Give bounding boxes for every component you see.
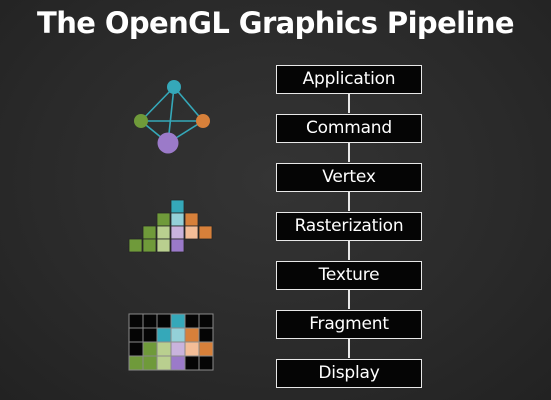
- fragment-cell: [142, 341, 158, 357]
- fragment-cell: [142, 327, 158, 343]
- fragment-grid-icon: [128, 313, 214, 371]
- vertex-node-top: [167, 80, 181, 94]
- stage-application: Application: [276, 65, 422, 94]
- connector-6: [348, 339, 350, 358]
- vertex-graph-icon: [134, 80, 210, 154]
- connector-3: [348, 192, 350, 211]
- fragment-cell: [184, 355, 200, 371]
- connector-1: [348, 94, 350, 113]
- fragment-cell: [184, 341, 200, 357]
- stage-texture: Texture: [276, 261, 422, 290]
- fragment-cell: [184, 327, 200, 343]
- fragment-cell: [198, 327, 214, 343]
- fragment-cell: [142, 313, 158, 329]
- fragment-cell: [170, 327, 186, 343]
- vertex-node-bottom: [157, 132, 179, 154]
- rasterized-pyramid-icon: [128, 199, 213, 253]
- stage-fragment: Fragment: [276, 310, 422, 339]
- fragment-cell: [156, 341, 172, 357]
- stage-rasterization: Rasterization: [276, 212, 422, 241]
- fragment-cell: [128, 327, 144, 343]
- fragment-cell: [128, 355, 144, 371]
- fragment-cell: [128, 341, 144, 357]
- fragment-cell: [184, 313, 200, 329]
- connector-5: [348, 290, 350, 309]
- fragment-cell: [142, 355, 158, 371]
- stage-command: Command: [276, 114, 422, 143]
- connector-2: [348, 143, 350, 162]
- fragment-cell: [198, 355, 214, 371]
- fragment-cell: [128, 313, 144, 329]
- connector-4: [348, 241, 350, 260]
- fragment-cell: [156, 327, 172, 343]
- stage-vertex: Vertex: [276, 163, 422, 192]
- fragment-cell: [170, 355, 186, 371]
- fragment-cell: [156, 355, 172, 371]
- fragment-cell: [198, 341, 214, 357]
- vertex-node-right: [196, 114, 210, 128]
- fragment-cell: [170, 341, 186, 357]
- fragment-cell: [170, 313, 186, 329]
- fragment-cell: [198, 313, 214, 329]
- fragment-cell: [156, 313, 172, 329]
- stage-display: Display: [276, 359, 422, 388]
- page-title: The OpenGL Graphics Pipeline: [37, 6, 514, 40]
- vertex-node-left: [134, 114, 148, 128]
